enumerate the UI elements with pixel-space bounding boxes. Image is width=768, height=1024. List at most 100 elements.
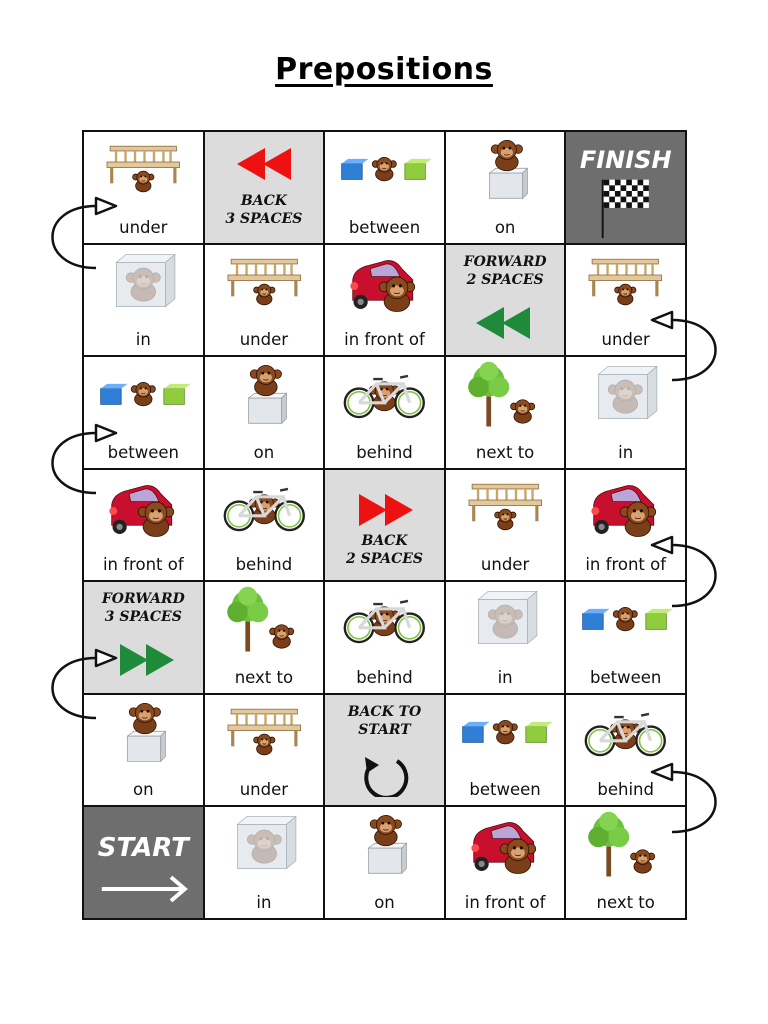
board-square: in front of (84, 469, 203, 581)
bench-icon (106, 145, 181, 184)
monkey-icon (128, 702, 161, 735)
checkered-flag-icon (602, 179, 650, 239)
green-forward-icon (120, 644, 174, 677)
bicycle-frame-icon (237, 487, 291, 518)
board-square: under (566, 244, 685, 356)
bench-icon (227, 258, 301, 296)
game-board: under BACK 3 SPACES between on FINISH (82, 130, 687, 920)
box-icon (246, 392, 287, 425)
square-label: on (374, 892, 395, 912)
tree-icon (226, 587, 268, 652)
finish-label: FINISH (579, 146, 672, 174)
bicycle-frame-icon (358, 600, 412, 630)
instruction-line-1: BACK (240, 193, 287, 209)
instruction-line-2: 3 SPACES (225, 211, 303, 228)
bench-icon (227, 708, 301, 747)
monkey-icon (494, 508, 517, 530)
monkey-icon (130, 382, 156, 407)
blocks-icon (341, 158, 432, 180)
instruction-line-1: FORWARD (101, 591, 185, 608)
green-rewind-icon (475, 306, 530, 339)
square-label: behind (597, 780, 654, 800)
monkey-icon (252, 733, 275, 756)
board-square: behind (325, 357, 444, 468)
instruction-line-2: 3 SPACES (104, 609, 182, 626)
board-square: next to (566, 807, 685, 918)
square-label: on (253, 442, 275, 462)
square-label: under (119, 217, 168, 237)
square-label: under (601, 330, 650, 350)
monkey-icon (370, 815, 403, 847)
monkey-icon (132, 170, 155, 193)
monkey-icon (372, 156, 397, 182)
box-icon (488, 167, 529, 200)
monkey-icon (249, 365, 282, 397)
square-label: behind (235, 555, 293, 575)
board-square: behind (325, 582, 444, 693)
glass-cube-icon (477, 590, 538, 645)
restart-icon (364, 756, 409, 800)
blocks-icon (582, 609, 674, 631)
monkey-icon (630, 849, 656, 875)
bicycle-frame-icon (599, 712, 653, 743)
start-label: START (97, 833, 189, 864)
board-square: under (84, 132, 203, 243)
monkey-icon (499, 839, 536, 875)
glass-cube-icon (597, 365, 659, 420)
square-label: in front of (464, 892, 546, 912)
square-label: next to (596, 892, 655, 912)
square-label: under (239, 330, 289, 350)
square-label: between (469, 780, 541, 800)
square-label: in (135, 330, 151, 350)
monkey-icon (378, 276, 416, 312)
square-label: under (239, 780, 289, 800)
red-rewind-icon (236, 148, 291, 180)
square-label: behind (356, 667, 413, 687)
monkey-icon (620, 501, 657, 537)
square-label: between (107, 442, 179, 462)
bench-icon (588, 258, 663, 296)
finish-square: FINISH (566, 132, 685, 243)
bench-icon (468, 483, 542, 522)
board-square: in (204, 807, 324, 918)
board-square: next to (204, 582, 324, 693)
square-label: next to (234, 667, 294, 687)
blocks-icon (462, 721, 553, 743)
box-icon (367, 842, 408, 875)
monkey-icon (137, 501, 175, 537)
tree-icon (467, 361, 510, 427)
board-square: on (204, 357, 324, 468)
glass-cube-icon (115, 253, 176, 308)
board-square: in (445, 582, 565, 693)
board-square: under (204, 244, 324, 356)
board-square: in (84, 244, 203, 356)
red-forward-icon (359, 493, 414, 526)
instruction-square: BACK 3 SPACES (204, 132, 324, 243)
monkey-icon (613, 607, 639, 632)
square-label: next to (475, 442, 535, 462)
board-square: between (325, 132, 444, 243)
board-square: on (325, 807, 444, 918)
board-square: between (445, 694, 565, 806)
blocks-icon (100, 383, 191, 405)
square-label: between (348, 217, 421, 237)
square-label: in (497, 667, 513, 687)
board-square: in front of (325, 244, 444, 356)
monkey-icon (492, 719, 518, 745)
board-square: in front of (566, 469, 685, 581)
board-square: behind (204, 469, 324, 581)
board-square: on (84, 694, 203, 806)
monkey-icon (490, 139, 523, 172)
square-label: in (256, 892, 272, 912)
board-square: between (84, 357, 203, 468)
right-arrow-icon (101, 876, 188, 903)
square-label: on (494, 217, 516, 237)
instruction-line-2: 2 SPACES (466, 271, 544, 288)
board-square: in (566, 357, 685, 468)
page-title: Prepositions (275, 52, 493, 87)
monkey-icon (252, 283, 275, 305)
bicycle-frame-icon (358, 374, 412, 405)
monkey-icon (268, 624, 294, 649)
